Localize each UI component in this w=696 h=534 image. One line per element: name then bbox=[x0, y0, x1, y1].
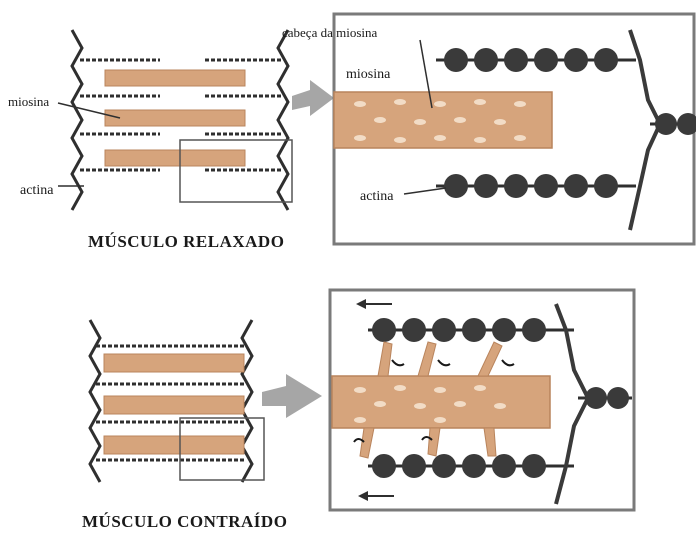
actin-chain-top-relaxed bbox=[436, 48, 636, 72]
zoom-arrow-top bbox=[292, 80, 334, 116]
power-stroke-arrows bbox=[353, 359, 515, 443]
actin-filaments-contracted bbox=[96, 344, 246, 462]
zoom-region-box bbox=[179, 139, 293, 203]
actin-slide-arrow-top bbox=[356, 299, 392, 309]
label-actin-left: actina bbox=[20, 183, 54, 198]
actin-chain-bottom-relaxed bbox=[436, 174, 636, 198]
actin-chain-mid-relaxed bbox=[650, 113, 696, 135]
z-disc-right-contracted bbox=[240, 319, 254, 483]
myosin-filaments-relaxed bbox=[104, 69, 246, 167]
contracted-zoom-panel bbox=[328, 288, 636, 512]
leader-myosin-left bbox=[57, 102, 121, 119]
label-myosin-head: cabeça da miosina bbox=[282, 25, 378, 40]
z-disc-left bbox=[70, 29, 84, 211]
actin-chain-top-contracted bbox=[368, 318, 574, 342]
actin-chain-mid-contracted bbox=[578, 387, 632, 409]
label-myosin-zoom: miosina bbox=[346, 67, 391, 82]
myosin-heads-contracted bbox=[354, 385, 506, 423]
myosin-heads-relaxed bbox=[354, 99, 526, 143]
z-disc-left-contracted bbox=[88, 319, 102, 483]
contracted-sarcomere: MÚSCULO CONTRAÍDO bbox=[82, 319, 287, 531]
zoom-arrow-bottom bbox=[262, 374, 322, 418]
zoom-region-box-contracted bbox=[179, 417, 265, 481]
myosin-filaments-contracted bbox=[103, 353, 245, 455]
relaxed-sarcomere: miosina actina MÚSCULO RELAXADO bbox=[8, 29, 293, 251]
actin-filaments-relaxed bbox=[80, 58, 282, 172]
label-myosin-left: miosina bbox=[8, 94, 49, 109]
z-disc-right bbox=[276, 29, 290, 211]
caption-relaxed: MÚSCULO RELAXADO bbox=[88, 232, 284, 251]
actin-chain-bottom-contracted bbox=[368, 454, 574, 478]
label-actin-zoom: actina bbox=[360, 189, 394, 204]
cross-bridges bbox=[359, 341, 503, 459]
relaxed-zoom-panel: cabeça da miosina miosina actina bbox=[282, 12, 696, 246]
leader-myosin-head bbox=[419, 39, 433, 109]
caption-contracted: MÚSCULO CONTRAÍDO bbox=[82, 512, 287, 531]
leader-actin-zoom bbox=[403, 187, 447, 195]
actin-slide-arrow-bottom bbox=[358, 491, 394, 501]
